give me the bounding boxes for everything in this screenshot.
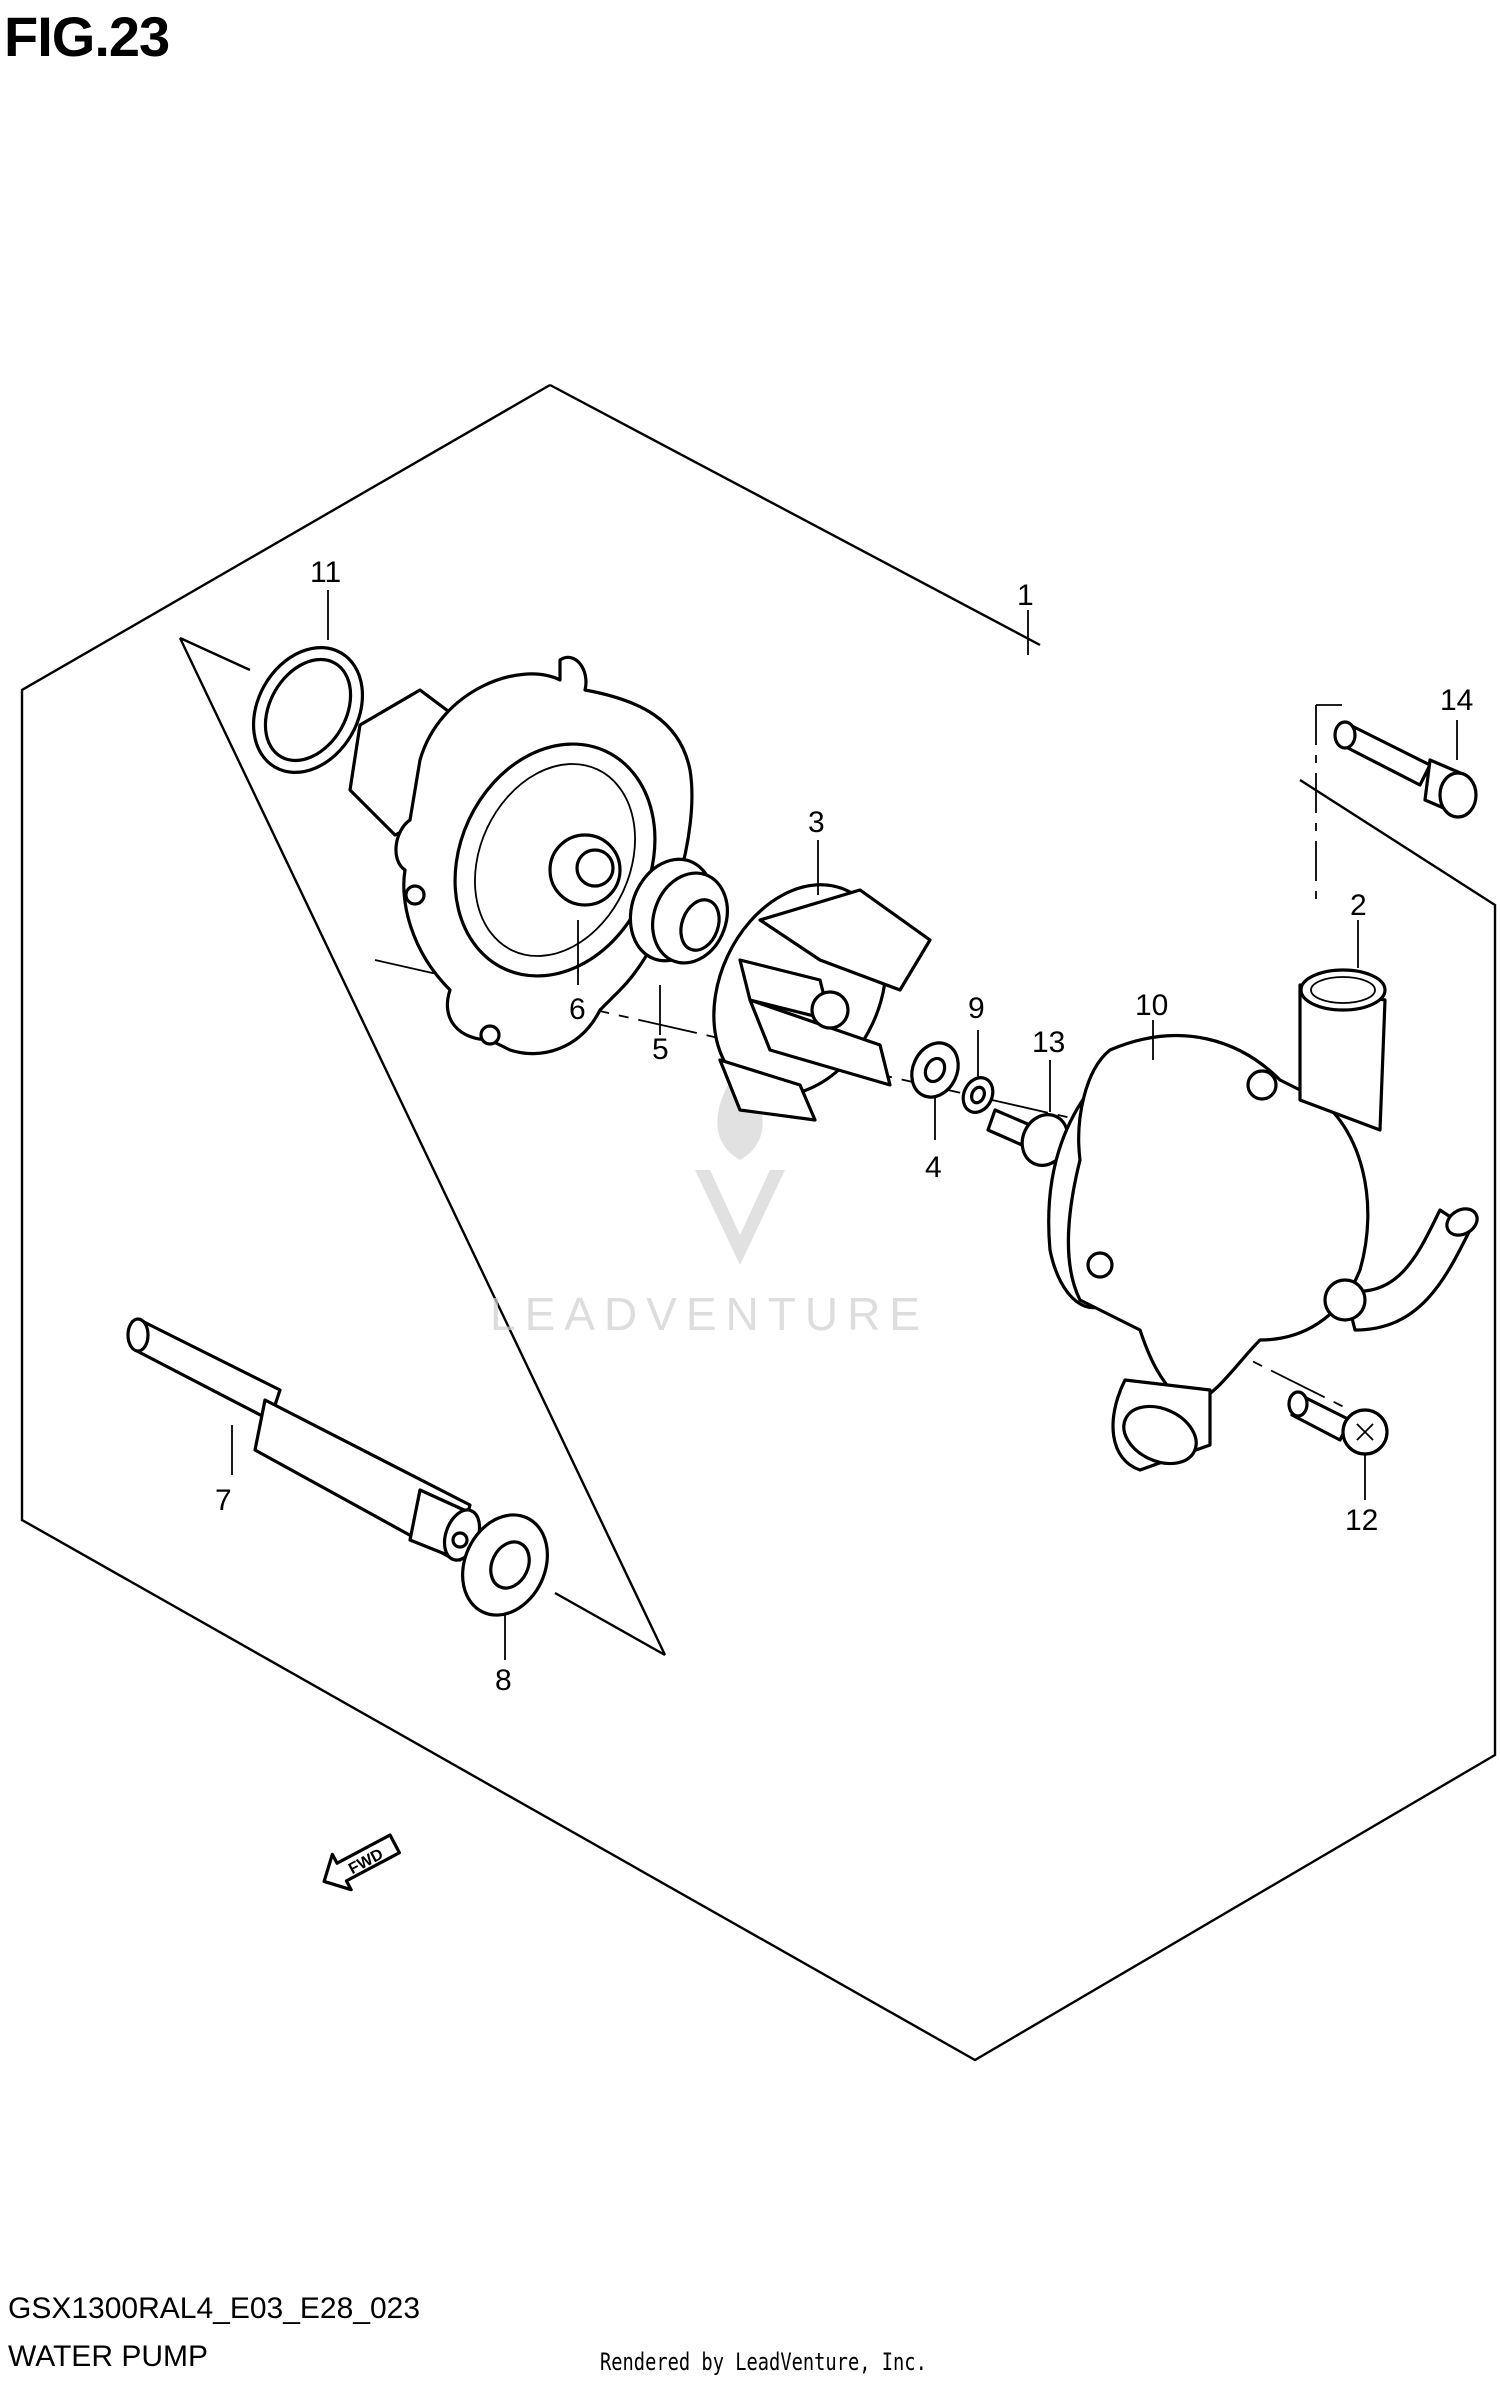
diagram-code: GSX1300RAL4_E03_E28_023	[8, 2292, 421, 2325]
callout-7: 7	[215, 1484, 232, 1517]
callout-10: 10	[1135, 989, 1168, 1022]
watermark-text: LEADVENTURE	[490, 1288, 929, 1340]
part-1-pump-case	[1066, 968, 1479, 1472]
callout-13: 13	[1032, 1026, 1065, 1059]
callout-6: 6	[569, 993, 586, 1026]
part-12-screw	[1287, 1390, 1389, 1456]
fwd-arrow-icon: FWD	[322, 1833, 402, 1892]
callout-1: 1	[1017, 579, 1034, 612]
part-3-impeller	[712, 883, 932, 1122]
callout-8: 8	[495, 1664, 512, 1697]
figure-title: FIG.23	[4, 5, 170, 68]
render-credit: Rendered by LeadVenture, Inc.	[600, 2348, 927, 2376]
part-9-washer	[961, 1076, 995, 1114]
part-11-o-ring	[251, 646, 365, 774]
callout-3: 3	[808, 806, 825, 839]
part-5-seal	[628, 857, 729, 965]
diagram-name: WATER PUMP	[8, 2340, 208, 2373]
part-14-bolt	[1333, 720, 1478, 819]
callout-4: 4	[925, 1151, 942, 1184]
leader-lines	[231, 590, 1458, 1660]
group-boundary	[178, 636, 667, 1657]
shaft-axis	[1315, 704, 1342, 900]
assembly-boundary	[20, 383, 1497, 2062]
part-6-pump-cover	[348, 655, 694, 1056]
callout-9: 9	[968, 992, 985, 1025]
part-7-shaft	[126, 1317, 482, 1562]
part-8-washer	[461, 1513, 549, 1617]
callout-5: 5	[652, 1033, 669, 1066]
part-4-washer	[910, 1041, 960, 1099]
callout-2: 2	[1350, 889, 1367, 922]
callout-11: 11	[310, 556, 341, 589]
callout-14: 14	[1440, 684, 1473, 717]
callout-12: 12	[1345, 1504, 1378, 1537]
part-13-bolt	[986, 1108, 1070, 1167]
